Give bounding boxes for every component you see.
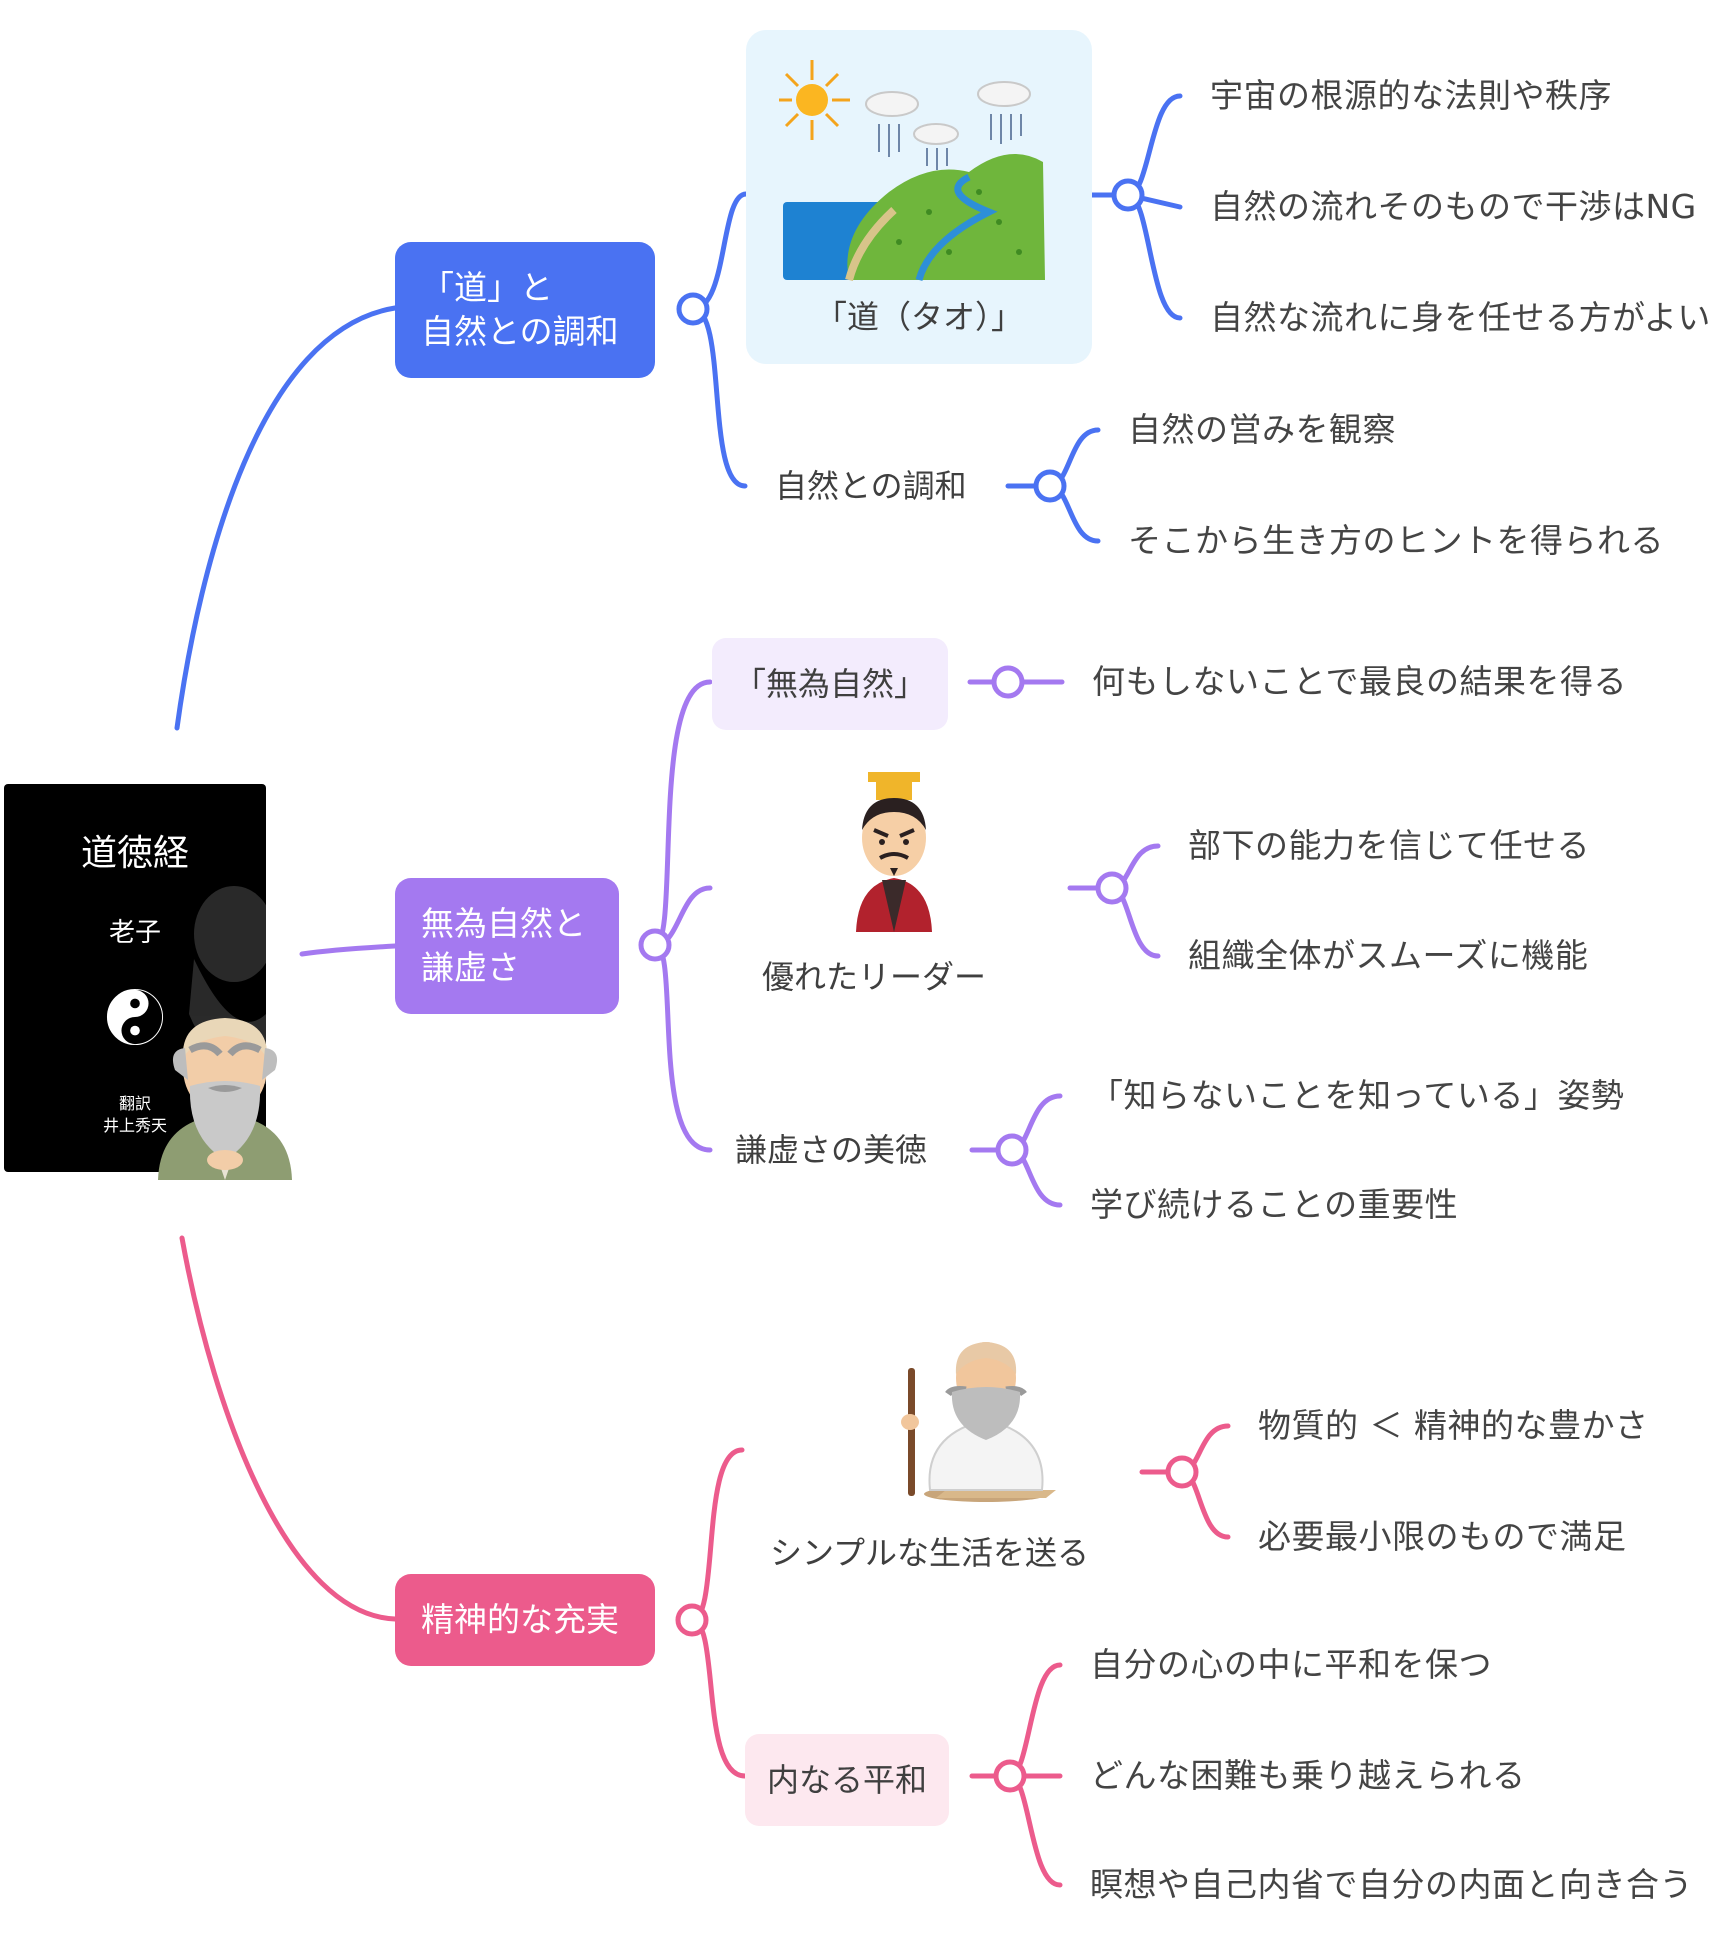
junction-b3: [675, 1603, 709, 1637]
junction-harmony: [1033, 469, 1067, 503]
inner-peace-node[interactable]: 内なる平和: [745, 1734, 950, 1826]
leader-caption[interactable]: 優れたリーダー: [762, 958, 987, 996]
branch-wuwei-humility[interactable]: 無為自然と 謙虚さ: [395, 878, 619, 1014]
link-b1-harmony: [690, 306, 748, 489]
branch-wuwei-humility-line2: 謙虚さ: [421, 948, 520, 987]
book-title: 道徳経: [80, 833, 189, 874]
laozi-character-icon: [158, 1018, 292, 1180]
simple-leaf-2[interactable]: 必要最小限のもので満足: [1258, 1517, 1627, 1556]
link-b3-peace: [689, 1617, 748, 1779]
branch-wuwei-humility-line1: 無為自然と: [421, 904, 586, 943]
junction-b2: [638, 928, 672, 962]
junction-peace: [993, 1759, 1027, 1793]
leader-leaf-1[interactable]: 部下の能力を信じて任せる: [1188, 826, 1590, 865]
junction-tao: [1111, 178, 1145, 212]
tao-card[interactable]: 「道（タオ）」: [746, 30, 1092, 364]
harmony-leaf-2[interactable]: そこから生き方のヒントを得られる: [1128, 521, 1664, 560]
branch-spiritual-fulfillment-label: 精神的な充実: [421, 1600, 619, 1639]
link-root-branch2: [299, 943, 398, 957]
peace-leaf-3[interactable]: 瞑想や自己内省で自分の内面と向き合う: [1090, 1865, 1693, 1904]
sage-meditating-icon: [901, 1342, 1056, 1502]
junction-wuwei: [991, 665, 1025, 699]
junction-b1: [676, 292, 710, 326]
harmony-leaf-1[interactable]: 自然の営みを観察: [1128, 410, 1396, 449]
junction-leader: [1095, 871, 1129, 905]
nature-landscape-icon: [779, 60, 1045, 282]
humility-node[interactable]: 謙虚さの美徳: [735, 1131, 928, 1169]
link-b2-humility: [652, 942, 713, 1153]
harmony-node[interactable]: 自然との調和: [775, 467, 967, 505]
translator-label: 翻訳: [118, 1094, 151, 1113]
wuwei-leaf-1[interactable]: 何もしないことで最良の結果を得る: [1092, 662, 1628, 701]
link-root-branch1: [174, 305, 398, 731]
leader-leaf-2[interactable]: 組織全体がスムーズに機能: [1188, 936, 1589, 975]
tao-leaf-2[interactable]: 自然の流れそのもので干渉はNG: [1210, 187, 1697, 226]
junction-humility: [995, 1133, 1029, 1167]
link-b1-tao: [690, 191, 749, 312]
yin-yang-icon: [106, 988, 164, 1046]
peace-leaf-1[interactable]: 自分の心の中に平和を保つ: [1090, 1645, 1492, 1684]
wuwei-node[interactable]: 「無為自然」: [712, 638, 949, 730]
link-b3-simple: [689, 1447, 745, 1623]
branch-spiritual-fulfillment[interactable]: 精神的な充実: [395, 1574, 655, 1666]
emperor-icon: [856, 772, 932, 932]
tao-leaf-1[interactable]: 宇宙の根源的な法則や秩序: [1210, 76, 1612, 115]
tao-leaf-3[interactable]: 自然な流れに身を任せる方がよい: [1210, 298, 1711, 337]
humility-leaf-1[interactable]: 「知らないことを知っている」姿勢: [1090, 1076, 1625, 1115]
branch-tao-harmony-line2: 自然との調和: [421, 312, 619, 351]
simple-life-caption[interactable]: シンプルな生活を送る: [770, 1534, 1090, 1572]
humility-leaf-2[interactable]: 学び続けることの重要性: [1090, 1185, 1459, 1224]
tao-caption: 「道（タオ）」: [814, 298, 1023, 336]
link-root-branch3: [179, 1235, 398, 1622]
branch-tao-harmony[interactable]: 「道」と 自然との調和: [395, 242, 655, 378]
simple-leaf-1[interactable]: 物質的 ＜ 精神的な豊かさ: [1258, 1406, 1649, 1445]
translator-name: 井上秀天: [102, 1116, 167, 1135]
peace-leaf-2[interactable]: どんな困難も乗り越えられる: [1090, 1756, 1526, 1795]
junction-simple: [1165, 1455, 1199, 1489]
branch-tao-harmony-line1: 「道」と: [421, 268, 553, 307]
book-author: 老子: [108, 918, 161, 948]
link-b2-wuwei: [652, 679, 713, 948]
